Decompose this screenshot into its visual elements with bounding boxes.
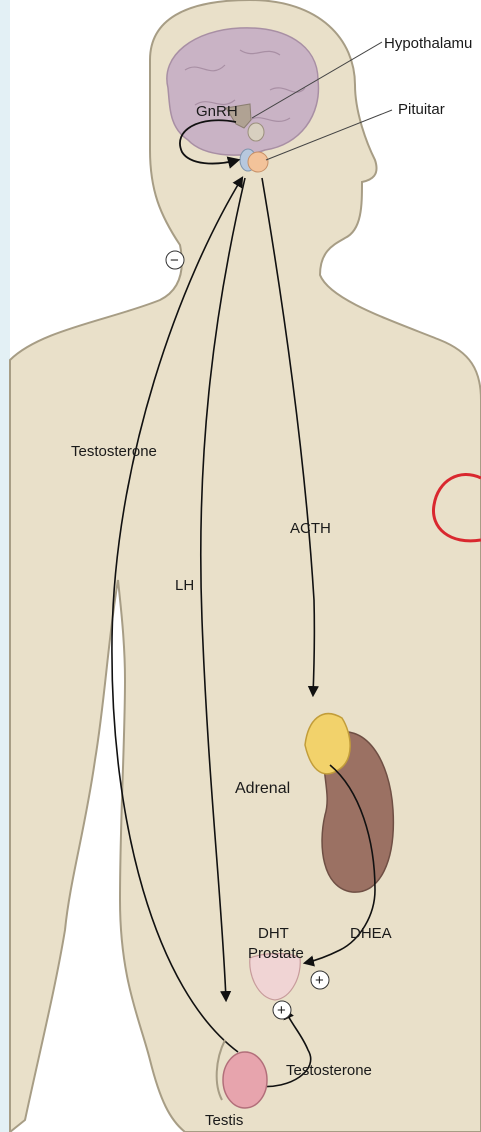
lh-label: LH <box>175 577 194 594</box>
testosterone-label-top: Testosterone <box>71 443 157 460</box>
minus-sign: − <box>170 252 179 269</box>
pituitary-stalk <box>248 123 264 141</box>
pituitary-label: Pituitar <box>398 101 445 118</box>
prostate-label: Prostate <box>248 945 304 962</box>
dht-label: DHT <box>258 925 289 942</box>
gnrh-label: GnRH <box>196 103 238 120</box>
testis <box>223 1052 267 1108</box>
testis-label: Testis <box>205 1112 243 1129</box>
adrenal-label: Adrenal <box>235 780 290 797</box>
plus-sign-prostate: + <box>315 972 324 989</box>
pituitary-anterior <box>248 152 268 172</box>
testosterone-label-bottom: Testosterone <box>286 1062 372 1079</box>
acth-label: ACTH <box>290 520 331 537</box>
hypothalamus-label: Hypothalamu <box>384 35 472 52</box>
plus-sign-testis: + <box>277 1002 286 1019</box>
dhea-label: DHEA <box>350 925 392 942</box>
brain <box>167 28 319 155</box>
